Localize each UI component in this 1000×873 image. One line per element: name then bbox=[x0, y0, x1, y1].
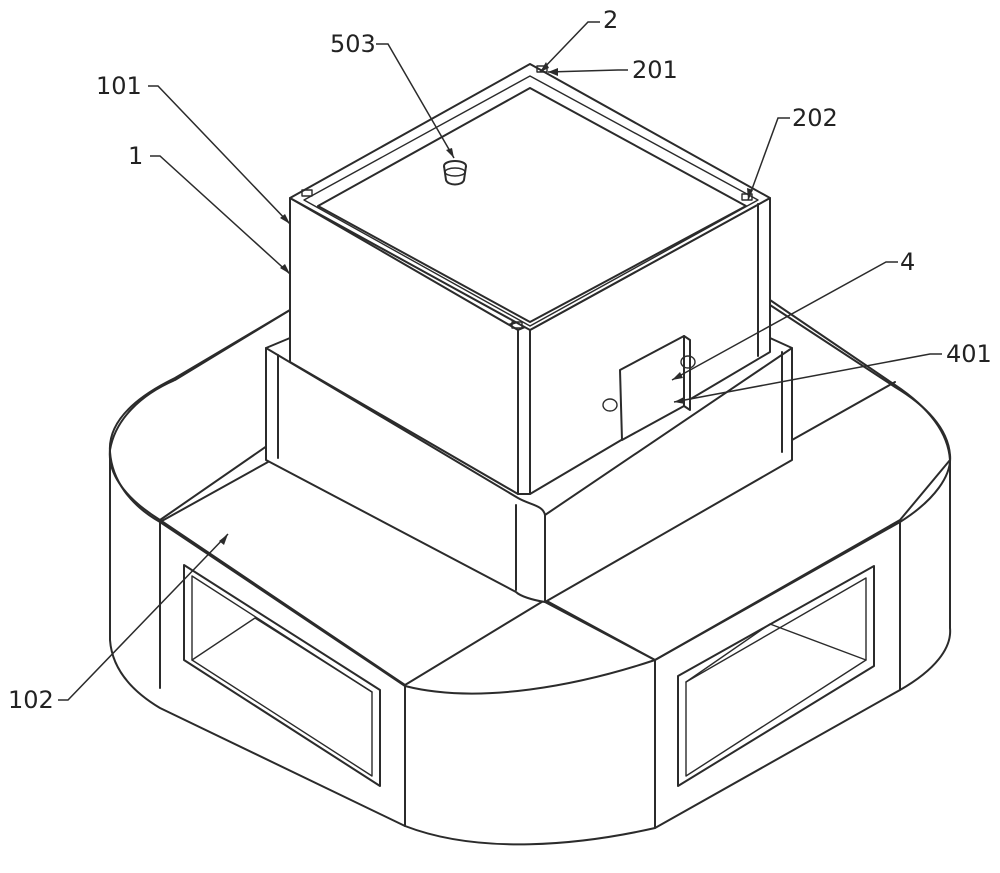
leader-4 bbox=[671, 261, 898, 381]
base-top-divider-right bbox=[791, 381, 896, 441]
corner-clip-left bbox=[301, 189, 313, 197]
label-102: 102 bbox=[8, 686, 54, 714]
latch-screw-left bbox=[602, 398, 618, 412]
latch-plate bbox=[602, 335, 696, 441]
leader-401 bbox=[673, 353, 942, 403]
leader-1-arrow bbox=[280, 264, 290, 274]
label-101: 101 bbox=[96, 72, 142, 100]
label-201: 201 bbox=[632, 56, 678, 84]
leader-2 bbox=[539, 21, 600, 73]
box-rim-inner-line bbox=[303, 75, 759, 327]
latch-screw-right bbox=[680, 355, 696, 369]
plinth-top-rim bbox=[265, 337, 793, 349]
label-1: 1 bbox=[128, 142, 143, 170]
top-knob bbox=[443, 160, 467, 186]
leader-102-arrow bbox=[219, 534, 228, 545]
main-box bbox=[289, 63, 771, 495]
leader-1 bbox=[150, 155, 291, 275]
corner-clip-top bbox=[536, 65, 548, 73]
leader-401-arrow bbox=[674, 397, 685, 404]
label-503: 503 bbox=[330, 30, 376, 58]
leader-2-arrow bbox=[540, 62, 549, 72]
leader-101 bbox=[148, 85, 291, 225]
box-front-post bbox=[517, 324, 531, 495]
corner-clip-right bbox=[741, 193, 753, 201]
knob-body bbox=[443, 165, 467, 186]
base-skirt-outline bbox=[109, 451, 952, 846]
corner-clip-front bbox=[511, 321, 523, 329]
reference-labels: 2 503 201 101 202 1 4 401 102 bbox=[8, 6, 992, 714]
base-window-right-depth bbox=[685, 623, 867, 683]
leader-202 bbox=[747, 117, 790, 201]
leader-201-arrow bbox=[548, 68, 558, 76]
base-top-divider-left bbox=[159, 461, 269, 523]
label-4: 4 bbox=[900, 248, 915, 276]
leader-503 bbox=[376, 43, 455, 159]
leader-201 bbox=[547, 69, 628, 73]
latch-plate-side bbox=[683, 335, 691, 411]
leader-101-arrow bbox=[280, 214, 290, 224]
leader-503-arrow bbox=[446, 148, 454, 158]
base-top-divider-front bbox=[544, 601, 656, 661]
label-401: 401 bbox=[946, 340, 992, 368]
leader-202-arrow bbox=[747, 188, 753, 200]
base-window-left-outer bbox=[183, 564, 381, 787]
base-window-right-outer bbox=[677, 565, 875, 787]
base-window-left-depth bbox=[191, 617, 373, 693]
label-2: 2 bbox=[603, 6, 618, 34]
plinth-block bbox=[265, 337, 793, 603]
leader-4-arrow bbox=[672, 372, 683, 380]
plinth-right-face bbox=[544, 347, 793, 603]
leader-102 bbox=[58, 533, 229, 701]
leader-lines bbox=[58, 21, 942, 701]
knob-ring bbox=[444, 167, 466, 177]
label-202: 202 bbox=[792, 104, 838, 132]
